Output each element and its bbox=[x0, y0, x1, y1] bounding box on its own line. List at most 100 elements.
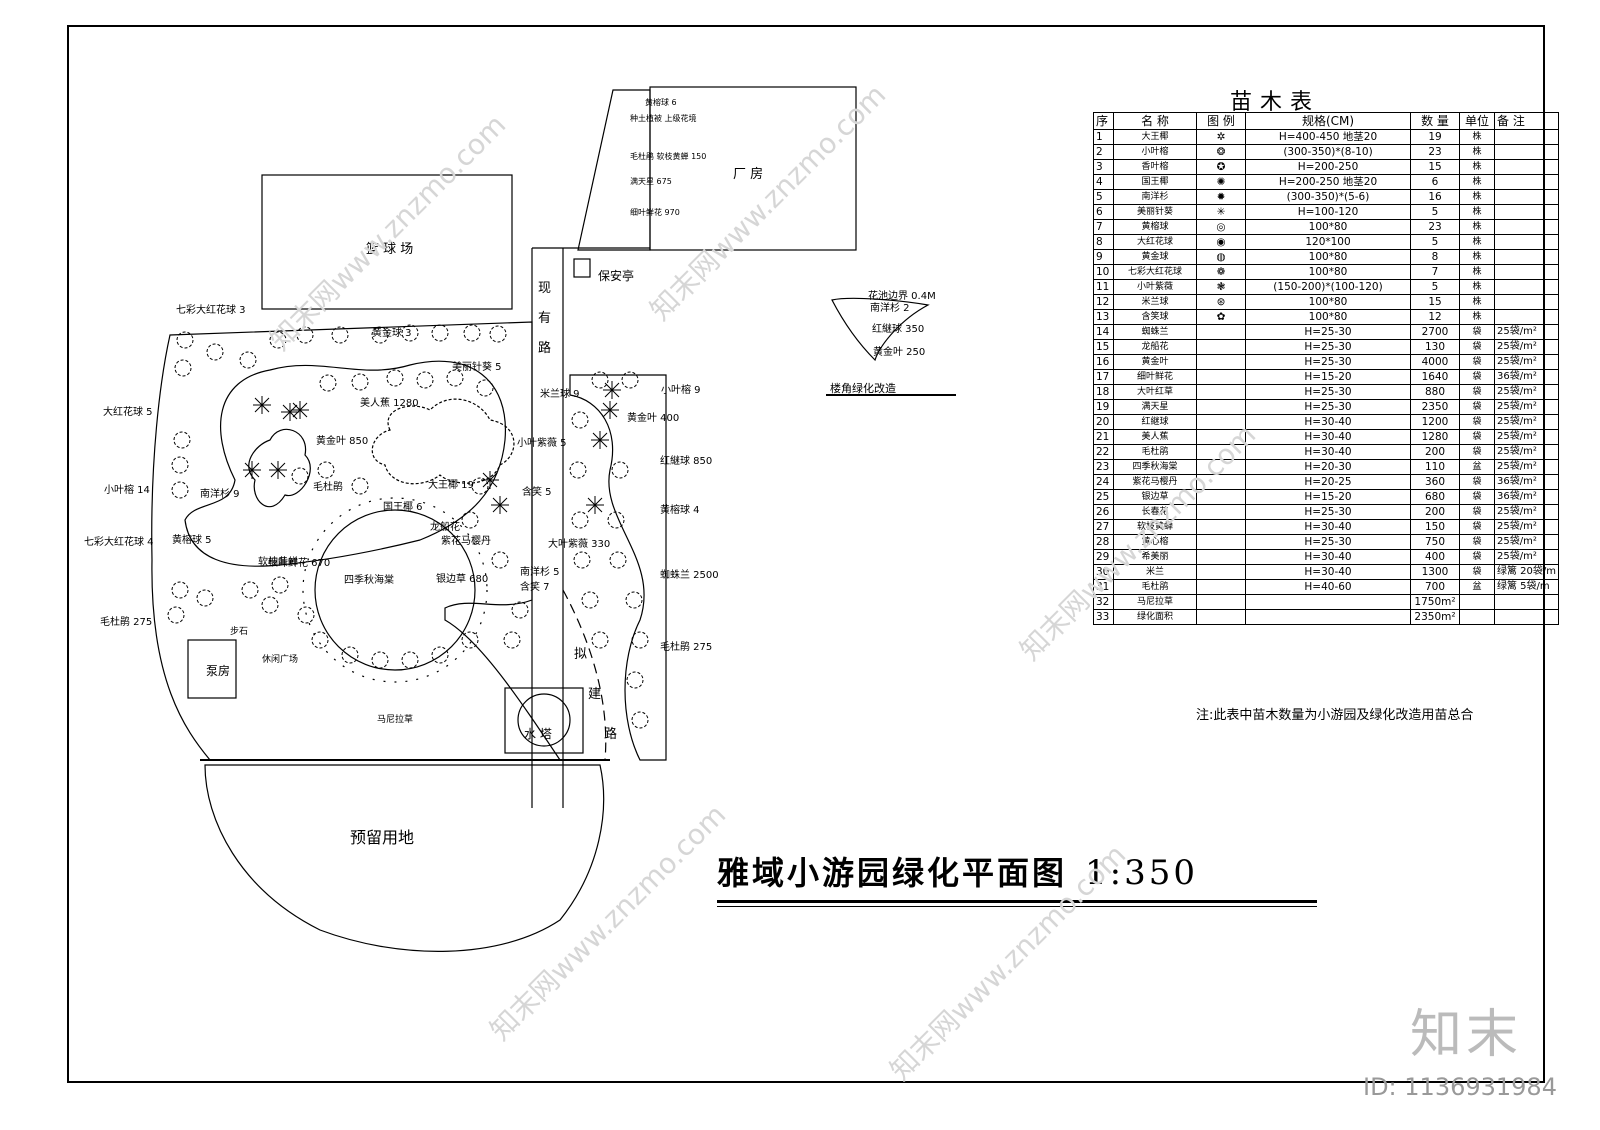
table-cell: 100*80 bbox=[1245, 264, 1411, 280]
tree-symbol bbox=[569, 461, 587, 479]
basketball-court bbox=[261, 174, 513, 310]
table-cell: 27 bbox=[1093, 519, 1114, 535]
tree-symbol bbox=[331, 326, 349, 344]
label-stepping: 步石 bbox=[230, 626, 248, 637]
table-cell: 25 bbox=[1093, 489, 1114, 505]
tree-symbol bbox=[607, 511, 625, 529]
table-cell: 满天星 bbox=[1113, 399, 1197, 415]
table-cell: 1640 bbox=[1410, 369, 1460, 385]
table-cell: 680 bbox=[1410, 489, 1460, 505]
table-cell: 360 bbox=[1410, 474, 1460, 490]
table-cell: 110 bbox=[1410, 459, 1460, 475]
table-header-cell: 备 注 bbox=[1493, 112, 1560, 130]
table-cell: 25袋/m² bbox=[1493, 504, 1560, 520]
palm-symbol bbox=[601, 401, 619, 419]
tree-symbol bbox=[491, 551, 509, 569]
palm-symbol bbox=[586, 496, 604, 514]
plant-callout: 种土植被 上级花境 bbox=[630, 113, 697, 123]
plant-callout: 南洋杉 2 bbox=[870, 301, 910, 314]
palm-symbol bbox=[281, 403, 299, 421]
tree-symbol bbox=[171, 481, 189, 499]
tree-symbol bbox=[171, 581, 189, 599]
label-road-3: 路 bbox=[538, 340, 551, 356]
water-tower-box bbox=[504, 687, 584, 754]
table-cell: 七彩大红花球 bbox=[1113, 264, 1197, 280]
table-cell: 南洋杉 bbox=[1113, 189, 1197, 205]
plant-legend-icon: ◎ bbox=[1196, 219, 1246, 235]
table-cell: 美丽针葵 bbox=[1113, 204, 1197, 220]
plant-callout: 银边草 680 bbox=[436, 572, 488, 585]
plant-callout: 美人蕉 1280 bbox=[360, 396, 419, 409]
table-cell: 32 bbox=[1093, 594, 1114, 610]
table-cell: H=15-20 bbox=[1245, 369, 1411, 385]
table-cell: 袋 bbox=[1459, 444, 1495, 460]
table-cell: 株 bbox=[1459, 174, 1495, 190]
label-reserved: 预留用地 bbox=[350, 828, 414, 847]
table-cell: 大王椰 bbox=[1113, 129, 1197, 145]
table-cell: 13 bbox=[1093, 309, 1114, 325]
table-cell: 马尼拉草 bbox=[1113, 594, 1197, 610]
table-cell: 袋 bbox=[1459, 414, 1495, 430]
table-cell: H=25-30 bbox=[1245, 324, 1411, 340]
planned-road bbox=[562, 589, 607, 761]
plant-callout: 七彩大红花球 3 bbox=[176, 303, 246, 316]
table-title: 苗木表 bbox=[1230, 90, 1321, 115]
tree-symbol bbox=[489, 325, 507, 343]
right-planting-strip bbox=[569, 374, 667, 761]
table-cell: H=40-60 bbox=[1245, 579, 1411, 595]
table-cell bbox=[1493, 219, 1560, 235]
tree-symbol bbox=[386, 369, 404, 387]
tree-symbol bbox=[317, 461, 335, 479]
plant-callout: 大叶紫薇 330 bbox=[548, 537, 610, 550]
plant-legend-icon bbox=[1196, 384, 1246, 400]
table-cell: H=200-250 bbox=[1245, 159, 1411, 175]
table-cell: 700 bbox=[1410, 579, 1460, 595]
plant-callout: 米兰球 9 bbox=[540, 387, 580, 400]
table-cell bbox=[1493, 264, 1560, 280]
table-cell: (150-200)*(100-120) bbox=[1245, 279, 1411, 295]
tree-symbol bbox=[271, 576, 289, 594]
table-cell: 毛杜鹃 bbox=[1113, 579, 1197, 595]
table-cell: 袋 bbox=[1459, 489, 1495, 505]
tree-symbol bbox=[461, 631, 479, 649]
table-cell bbox=[1493, 294, 1560, 310]
table-cell: 米兰球 bbox=[1113, 294, 1197, 310]
table-cell: 23 bbox=[1410, 144, 1460, 160]
table-cell: 25袋/m² bbox=[1493, 324, 1560, 340]
table-cell: 袋 bbox=[1459, 399, 1495, 415]
table-cell: 含笑球 bbox=[1113, 309, 1197, 325]
table-cell: 袋 bbox=[1459, 369, 1495, 385]
pond bbox=[371, 398, 515, 485]
label-corner-title: 楼角绿化改造 bbox=[830, 381, 896, 395]
label-lawn: 马尼拉草 bbox=[377, 713, 413, 725]
table-cell: 18 bbox=[1093, 384, 1114, 400]
table-cell: H=25-30 bbox=[1245, 339, 1411, 355]
tree-symbol bbox=[176, 331, 194, 349]
table-cell: 4 bbox=[1093, 174, 1114, 190]
table-cell: 盆 bbox=[1459, 459, 1495, 475]
pump-house bbox=[187, 639, 237, 699]
plant-legend-icon: ✺ bbox=[1196, 174, 1246, 190]
table-cell: H=30-40 bbox=[1245, 549, 1411, 565]
table-cell: 2350m² bbox=[1410, 609, 1460, 625]
plant-legend-icon: ✿ bbox=[1196, 309, 1246, 325]
tree-symbol bbox=[371, 326, 389, 344]
tree-symbol bbox=[371, 651, 389, 669]
plant-callout: 南洋杉 9 bbox=[200, 487, 240, 500]
tree-symbol bbox=[171, 456, 189, 474]
leisure-plaza bbox=[314, 509, 476, 671]
plant-legend-icon: ✪ bbox=[1196, 159, 1246, 175]
table-cell: 袋 bbox=[1459, 564, 1495, 580]
table-cell: 株 bbox=[1459, 249, 1495, 265]
table-cell: 15 bbox=[1093, 339, 1114, 355]
